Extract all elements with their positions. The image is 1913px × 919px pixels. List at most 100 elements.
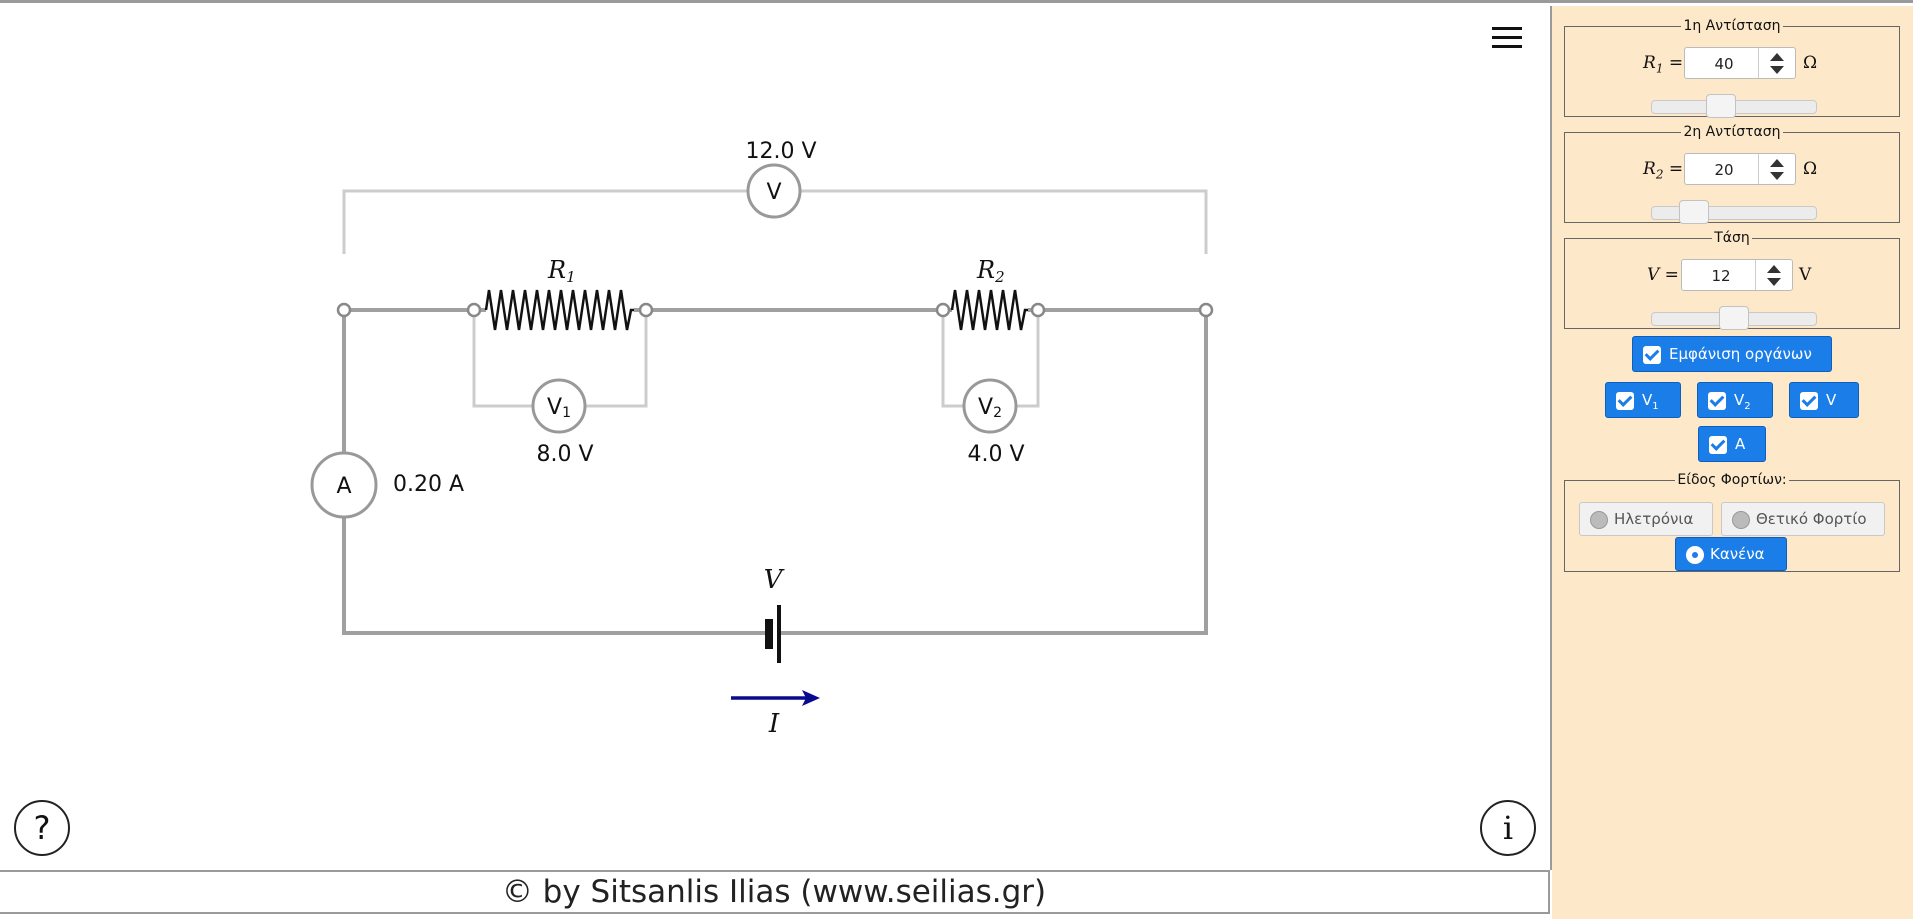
node-r1-right: [638, 302, 654, 318]
voltage-stepper[interactable]: [1681, 259, 1793, 292]
node-r2-right: [1030, 302, 1046, 318]
current-arrow-head: [802, 690, 820, 706]
help-button[interactable]: ?: [14, 800, 70, 856]
r2-stepper-arrows: [1758, 154, 1795, 184]
voltmeter1-wire: [472, 310, 532, 408]
voltmeter2-symbol: V2: [978, 395, 1002, 421]
ammeter: [310, 451, 378, 519]
radio-electrons[interactable]: Ηλετρόνια: [1579, 502, 1713, 536]
resistor1-zigzag: [484, 289, 634, 331]
total-voltmeter-wire-right: [799, 189, 1208, 254]
r2-slider[interactable]: [1651, 200, 1817, 224]
r1-group: 1η Αντίσταση R1 = Ω: [1564, 18, 1900, 118]
voltmeter1: [531, 378, 587, 434]
voltmeter1-reading: 8.0 V: [536, 442, 593, 467]
voltmeter2: [962, 378, 1018, 434]
node-r2-left: [935, 302, 951, 318]
current-label: I: [768, 709, 780, 739]
radio-electrons-icon: [1590, 511, 1608, 529]
r1-stepper-arrows: [1758, 48, 1795, 78]
node-left: [336, 302, 352, 318]
toggle-v2-check-icon: [1708, 392, 1726, 410]
voltmeter1-wire-right: [586, 310, 648, 408]
voltage-group-legend: Τάση: [1714, 230, 1750, 246]
r1-slider-handle[interactable]: [1706, 94, 1736, 118]
toggle-ammeter-label: A: [1735, 435, 1746, 453]
voltage-decrement-icon[interactable]: [1767, 278, 1781, 286]
node-r1-left: [466, 302, 482, 318]
voltage-stepper-arrows: [1755, 260, 1792, 290]
r1-input[interactable]: [1685, 48, 1763, 80]
voltage-unit: V: [1799, 265, 1812, 285]
voltmeter1-symbol: V1: [547, 395, 571, 421]
voltmeter2-wire-right: [1016, 310, 1040, 408]
show-instruments-checkbox[interactable]: Εμφάνιση οργάνων: [1632, 336, 1832, 372]
toggle-v1-check-icon: [1616, 392, 1634, 410]
menu-bar-1: [1492, 27, 1522, 30]
toggle-v-total-label: V: [1826, 391, 1837, 409]
voltage-slider[interactable]: [1651, 306, 1817, 330]
radio-positive-charge[interactable]: Θετικό Φορτίο: [1721, 502, 1885, 536]
charge-type-legend: Είδος Φορτίων:: [1677, 472, 1787, 488]
show-instruments-label: Εμφάνιση οργάνων: [1669, 345, 1812, 363]
r1-slider[interactable]: [1651, 94, 1817, 118]
battery-negative-plate: [765, 619, 773, 649]
radio-none[interactable]: Κανένα: [1675, 537, 1787, 571]
footer-copyright: © by Sitsanlis Ilias (www.seilias.gr): [0, 870, 1550, 914]
r2-stepper[interactable]: [1684, 153, 1796, 186]
r2-slider-handle[interactable]: [1679, 200, 1709, 224]
r2-group: 2η Αντίσταση R2 = Ω: [1564, 124, 1900, 224]
r2-decrement-icon[interactable]: [1770, 172, 1784, 180]
radio-positive-charge-label: Θετικό Φορτίο: [1756, 510, 1867, 528]
toggle-v2[interactable]: V2: [1697, 382, 1773, 418]
toggle-v-total-check-icon: [1800, 392, 1818, 410]
node-right: [1198, 302, 1214, 318]
voltmeter-total: [746, 163, 802, 219]
radio-positive-charge-icon: [1732, 511, 1750, 529]
r1-group-legend: 1η Αντίσταση: [1683, 18, 1781, 34]
r2-group-legend: 2η Αντίσταση: [1683, 124, 1781, 140]
battery-positive-plate: [777, 605, 781, 663]
r2-field-label: R2 =: [1643, 159, 1684, 182]
voltage-increment-icon[interactable]: [1767, 265, 1781, 273]
r2-unit: Ω: [1803, 159, 1818, 179]
battery-label: V: [764, 565, 785, 595]
toggle-ammeter[interactable]: A: [1698, 426, 1766, 462]
r2-input[interactable]: [1685, 154, 1763, 186]
control-panel: 1η Αντίσταση R1 = Ω 2η Αντίσταση R2 =: [1552, 6, 1913, 919]
r1-increment-icon[interactable]: [1770, 53, 1784, 61]
help-icon: ?: [33, 809, 51, 847]
r1-unit: Ω: [1803, 53, 1818, 73]
menu-bar-2: [1492, 36, 1522, 39]
toggle-v1[interactable]: V1: [1605, 382, 1681, 418]
circuit-canvas: V 12.0 V V1 8.0 V V2 4.0 V A 0.20 A R1 R…: [0, 6, 1552, 870]
voltmeter-total-symbol: V: [766, 180, 781, 205]
ammeter-symbol: A: [336, 474, 351, 499]
voltage-field-label: V =: [1647, 265, 1679, 285]
resistor1-label: R1: [547, 256, 576, 286]
info-button[interactable]: i: [1480, 800, 1536, 856]
hamburger-menu-icon[interactable]: [1490, 22, 1524, 54]
charge-type-group: Είδος Φορτίων: Ηλετρόνια Θετικό Φορτίο Κ…: [1564, 472, 1900, 572]
r1-decrement-icon[interactable]: [1770, 66, 1784, 74]
toggle-v1-label: V1: [1642, 391, 1659, 412]
voltage-slider-handle[interactable]: [1719, 306, 1749, 330]
r2-increment-icon[interactable]: [1770, 159, 1784, 167]
voltage-group: Τάση V = V: [1564, 230, 1900, 330]
ammeter-reading: 0.20 A: [393, 472, 464, 497]
circuit-diagram: V 12.0 V V1 8.0 V V2 4.0 V A 0.20 A R1 R…: [310, 139, 1214, 739]
toggle-v-total[interactable]: V: [1789, 382, 1859, 418]
voltmeter-total-reading: 12.0 V: [745, 139, 816, 164]
resistor2-zigzag: [950, 289, 1028, 331]
toggle-ammeter-check-icon: [1709, 436, 1727, 454]
resistor2-label: R2: [976, 256, 1005, 286]
voltmeter2-wire: [941, 310, 964, 408]
radio-none-label: Κανένα: [1710, 545, 1765, 563]
toggle-v2-label: V2: [1734, 391, 1751, 412]
r1-field-label: R1 =: [1643, 53, 1684, 76]
voltage-input[interactable]: [1682, 260, 1760, 292]
radio-electrons-label: Ηλετρόνια: [1614, 510, 1694, 528]
r1-stepper[interactable]: [1684, 47, 1796, 80]
total-voltmeter-wire: [342, 189, 749, 254]
radio-none-icon: [1686, 546, 1704, 564]
